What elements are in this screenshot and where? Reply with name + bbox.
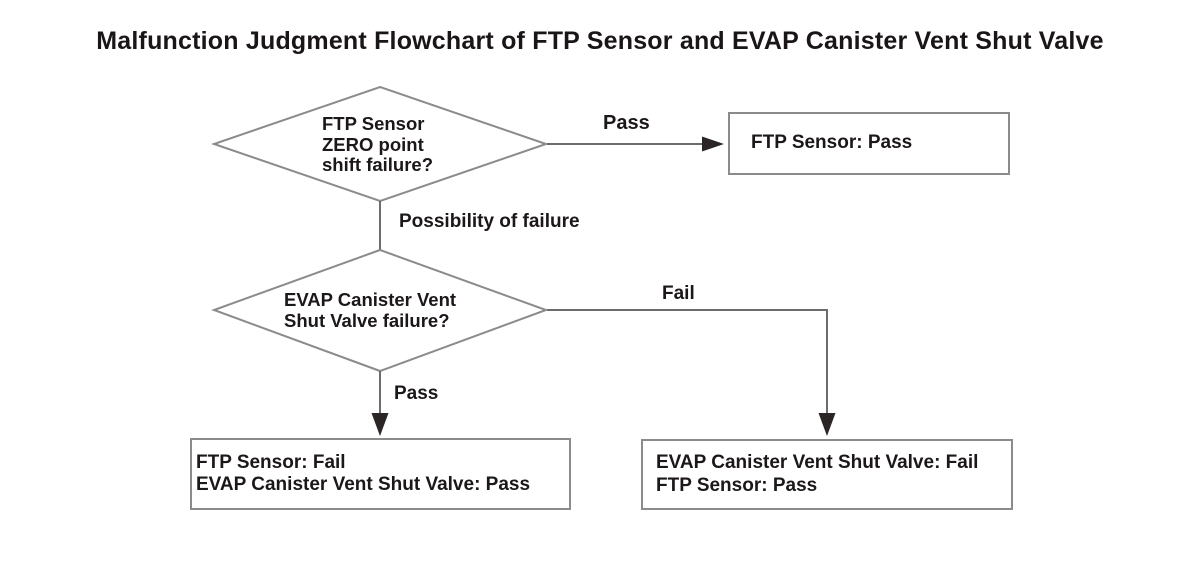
result-ftp-fail-line1: FTP Sensor: Fail (196, 451, 346, 473)
result-ftp-fail-line2: EVAP Canister Vent Shut Valve: Pass (196, 474, 531, 495)
edge-label-fail: Fail (662, 283, 695, 304)
edge-label-pass-down: Pass (394, 383, 439, 404)
result-ftp-pass-line1: FTP Sensor: Pass (751, 132, 913, 154)
result-evap-fail-line1: EVAP Canister Vent Shut Valve: Fail (656, 452, 979, 473)
decision-evap-label: EVAP Canister Vent Shut Valve failure? (284, 289, 457, 331)
edge-label-possibility-of-failure: Possibility of failure (399, 211, 580, 232)
arrowhead-pass-down-icon (371, 413, 389, 436)
decision-evap-line1: EVAP Canister Vent (284, 289, 457, 310)
page-title: Malfunction Judgment Flowchart of FTP Se… (96, 27, 1104, 55)
arrowhead-fail-down-icon (818, 413, 836, 436)
decision-ftp-line1: FTP Sensor (322, 113, 425, 134)
arrowhead-pass-right-icon (702, 136, 724, 152)
result-box-ftp-fail: FTP Sensor: Fail EVAP Canister Vent Shut… (190, 438, 571, 510)
result-box-evap-fail: EVAP Canister Vent Shut Valve: Fail FTP … (641, 439, 1013, 510)
decision-ftp-line2: ZERO point (322, 133, 424, 155)
decision-evap-line2: Shut Valve failure? (284, 309, 450, 331)
result-box-ftp-pass: FTP Sensor: Pass (728, 112, 1010, 175)
connector-fail-line (547, 309, 828, 414)
decision-ftp-label: FTP Sensor ZERO point shift failure? (322, 113, 434, 176)
edge-label-pass-right: Pass (603, 112, 650, 134)
decision-ftp-line3: shift failure? (322, 154, 434, 175)
result-evap-fail-line2: FTP Sensor: Pass (656, 474, 818, 496)
